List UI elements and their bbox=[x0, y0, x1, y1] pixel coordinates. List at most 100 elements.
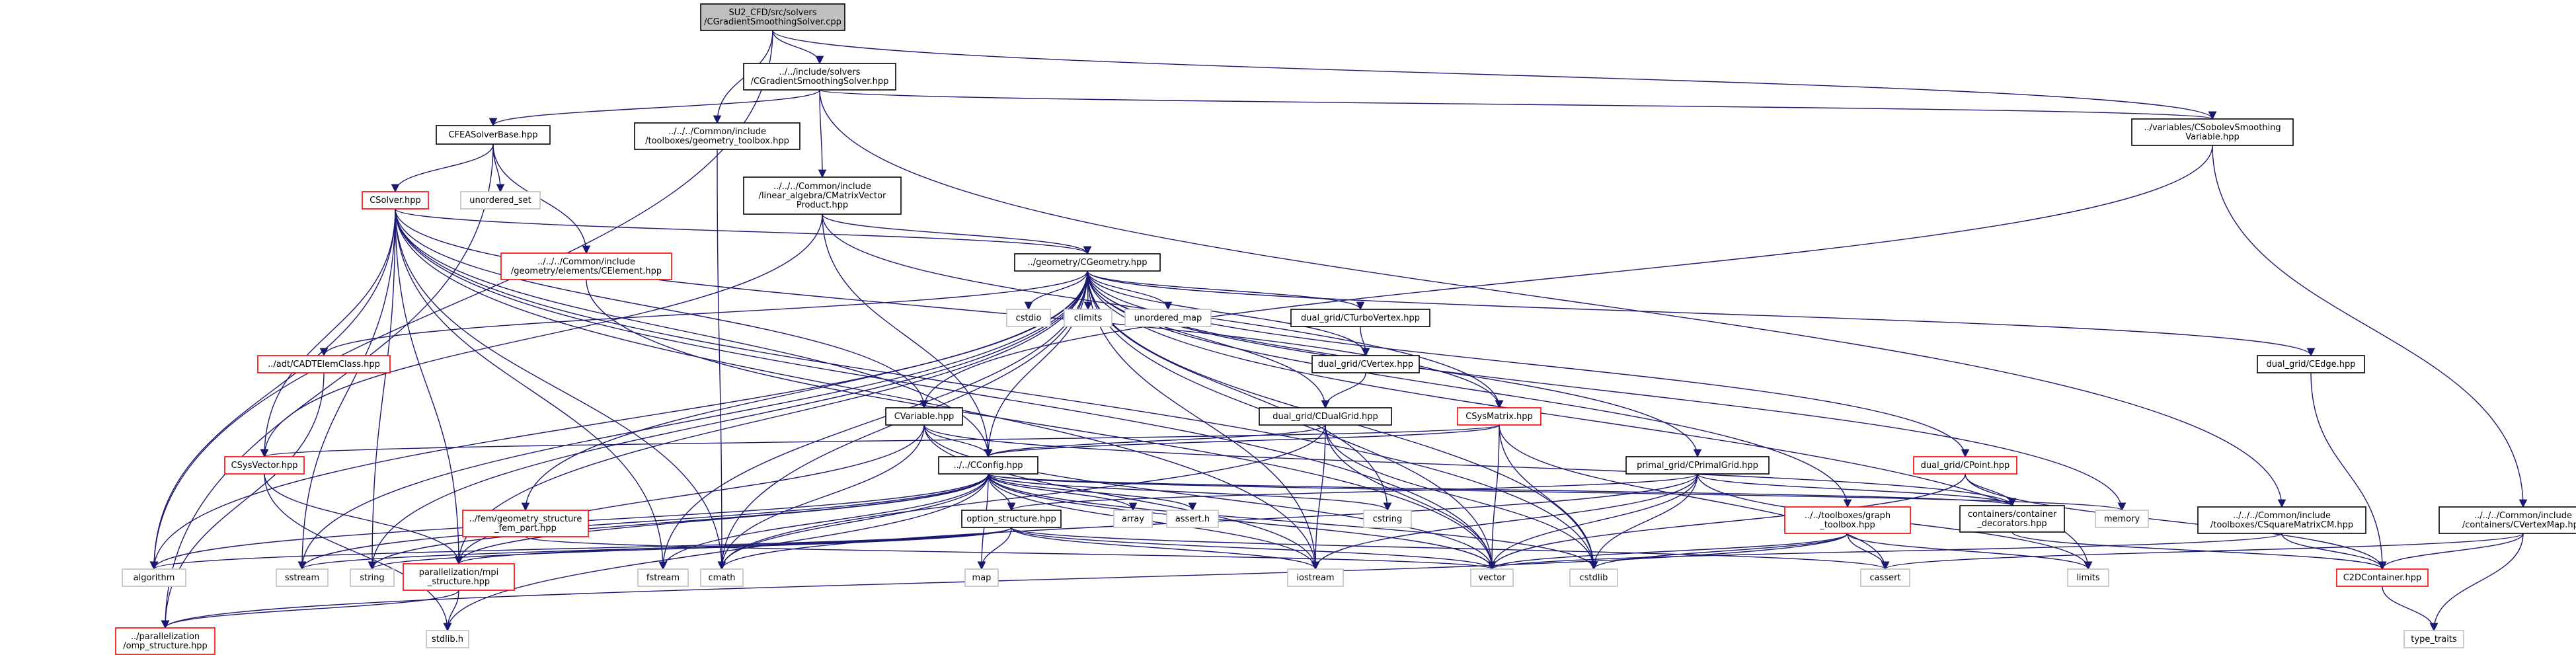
node-cconfig[interactable]: ../../CConfig.hpp bbox=[938, 456, 1038, 475]
edge-cdualgrid-to-vector bbox=[1325, 424, 1497, 570]
node-box bbox=[462, 510, 589, 537]
node-fem[interactable]: ../fem/geometry_structure_fem_part.hpp bbox=[462, 510, 589, 537]
edge-cprimalgrid-to-cstdlib bbox=[1589, 473, 1698, 570]
edge-csolver-to-cstdlib bbox=[395, 208, 1598, 570]
node-box bbox=[938, 456, 1038, 475]
edge-cgeometry-to-cedge bbox=[1087, 270, 2315, 357]
node-csqmat[interactable]: ../../../Common/include/toolboxes/CSquar… bbox=[2197, 506, 2366, 534]
node-box bbox=[1014, 253, 1161, 272]
edge-fem-to-vector bbox=[525, 536, 1496, 570]
node-cassert[interactable]: cassert bbox=[1860, 568, 1910, 587]
edge-cgeometry-to-sstream bbox=[297, 270, 1088, 570]
node-label: CFEASolverBase.hpp bbox=[448, 130, 537, 140]
node-algorithm[interactable]: algorithm bbox=[122, 568, 186, 587]
node-box bbox=[1569, 568, 1618, 587]
node-label: type_traits bbox=[2411, 635, 2457, 644]
node-memory[interactable]: memory bbox=[2095, 510, 2149, 528]
edge-csolver-to-algorithm bbox=[149, 208, 396, 570]
node-box bbox=[500, 252, 672, 280]
edge-csolver-to-mpi bbox=[395, 208, 463, 565]
node-cstdlib[interactable]: cstdlib bbox=[1569, 568, 1618, 587]
node-box bbox=[2067, 568, 2109, 587]
edge-cconfig-to-memory bbox=[988, 473, 2126, 512]
edge-csysvector-to-mpi bbox=[264, 473, 463, 565]
node-label: cstring bbox=[1373, 514, 1402, 524]
node-cgeometry[interactable]: ../geometry/CGeometry.hpp bbox=[1014, 253, 1161, 272]
node-mpi[interactable]: parallelization/mpi_structure.hpp bbox=[403, 563, 515, 591]
edge-cgss-to-csqmat bbox=[819, 89, 2286, 508]
node-array[interactable]: array bbox=[1113, 510, 1153, 528]
edge-csysvector-to-stdlib bbox=[264, 473, 452, 632]
node-cstdio[interactable]: cstdio bbox=[1006, 309, 1051, 327]
node-cvertexmap[interactable]: ../../../Common/include/containers/CVert… bbox=[2439, 506, 2576, 534]
edge-csolver-to-cmath bbox=[395, 208, 726, 570]
node-iostream[interactable]: iostream bbox=[1287, 568, 1344, 587]
node-vector[interactable]: vector bbox=[1470, 568, 1514, 587]
node-csobolev[interactable]: ../variables/CSobolevSmoothingVariable.h… bbox=[2131, 118, 2294, 146]
node-label: /CGradientSmoothingSolver.hpp bbox=[751, 77, 889, 87]
node-label: ../fem/geometry_structure bbox=[469, 514, 582, 524]
node-cfea[interactable]: CFEASolverBase.hpp bbox=[436, 125, 551, 145]
node-label: SU2_CFD/src/solvers bbox=[729, 8, 817, 18]
node-cvariable[interactable]: CVariable.hpp bbox=[885, 407, 963, 426]
node-label: /omp_structure.hpp bbox=[123, 641, 208, 651]
node-label: stdlib.h bbox=[432, 635, 463, 644]
node-label: dual_grid/CVertex.hpp bbox=[1318, 360, 1413, 369]
node-type_traits[interactable]: type_traits bbox=[2403, 630, 2464, 648]
node-cgss[interactable]: ../../include/solvers/CGradientSmoothing… bbox=[743, 63, 896, 91]
node-cmatvec[interactable]: ../../../Common/include/linear_algebra/C… bbox=[743, 176, 902, 215]
node-stdlib[interactable]: stdlib.h bbox=[426, 630, 469, 648]
node-graphtool[interactable]: ../../toolboxes/graph_toolbox.hpp bbox=[1784, 506, 1911, 534]
node-csysvector[interactable]: CSysVector.hpp bbox=[224, 456, 305, 475]
node-root[interactable]: SU2_CFD/src/solvers/CGradientSmoothingSo… bbox=[700, 3, 845, 31]
node-box bbox=[1006, 309, 1051, 327]
edge-cdualgrid-to-cconfig bbox=[984, 424, 1326, 458]
node-sstream[interactable]: sstream bbox=[276, 568, 329, 587]
node-box bbox=[2257, 355, 2365, 373]
edge-root-to-cgss bbox=[772, 30, 824, 65]
node-label: /containers/CVertexMap.hpp bbox=[2462, 520, 2576, 530]
node-cdualgrid[interactable]: dual_grid/CDualGrid.hpp bbox=[1259, 407, 1392, 426]
node-celement[interactable]: ../../../Common/include/geometry/element… bbox=[500, 252, 672, 280]
node-cvertex[interactable]: dual_grid/CVertex.hpp bbox=[1311, 355, 1420, 373]
node-cprimalgrid[interactable]: primal_grid/CPrimalGrid.hpp bbox=[1625, 456, 1770, 475]
node-cstring[interactable]: cstring bbox=[1363, 510, 1412, 528]
node-label: ../variables/CSobolevSmoothing bbox=[2144, 123, 2281, 133]
dependency-nodes: SU2_CFD/src/solvers/CGradientSmoothingSo… bbox=[115, 3, 2576, 655]
node-label: CSolver.hpp bbox=[370, 196, 421, 206]
node-label: ../../../Common/include bbox=[668, 127, 766, 137]
edge-option-to-vector bbox=[1011, 527, 1497, 570]
node-geotool[interactable]: ../../../Common/include/toolboxes/geomet… bbox=[634, 122, 800, 150]
node-map[interactable]: map bbox=[964, 568, 999, 587]
node-limits[interactable]: limits bbox=[2067, 568, 2109, 587]
node-fstream[interactable]: fstream bbox=[637, 568, 689, 587]
edge-cfea-to-unordered_set bbox=[492, 143, 505, 193]
node-cpoint[interactable]: dual_grid/CPoint.hpp bbox=[1913, 456, 2017, 475]
node-box bbox=[700, 3, 845, 31]
node-c2d[interactable]: C2DContainer.hpp bbox=[2336, 568, 2429, 587]
node-box bbox=[1113, 510, 1153, 528]
node-contdec[interactable]: containers/container_decorators.hpp bbox=[1959, 505, 2065, 533]
node-string[interactable]: string bbox=[350, 568, 395, 587]
node-label: option_structure.hpp bbox=[966, 514, 1056, 524]
edge-cgeometry-to-limits bbox=[1087, 270, 2093, 570]
node-csysmatrix[interactable]: CSysMatrix.hpp bbox=[1457, 407, 1542, 426]
node-cedge[interactable]: dual_grid/CEdge.hpp bbox=[2257, 355, 2365, 373]
edge-graphtool-to-cstdlib bbox=[1589, 533, 1848, 570]
node-box bbox=[2336, 568, 2429, 587]
node-climits[interactable]: climits bbox=[1064, 309, 1112, 327]
node-cmath[interactable]: cmath bbox=[700, 568, 744, 587]
node-omp[interactable]: ../parallelization/omp_structure.hpp bbox=[115, 627, 215, 655]
node-option[interactable]: option_structure.hpp bbox=[961, 510, 1062, 528]
node-csolver[interactable]: CSolver.hpp bbox=[362, 191, 429, 210]
node-assert[interactable]: assert.h bbox=[1166, 510, 1219, 528]
edge-csysmatrix-to-vector bbox=[1487, 424, 1500, 570]
node-label: ../../include/solvers bbox=[779, 67, 861, 77]
edge-cprimalgrid-to-contdec bbox=[1697, 473, 2017, 507]
node-unordered_map[interactable]: unordered_map bbox=[1124, 309, 1212, 327]
edge-cconfig-to-mpi bbox=[454, 473, 989, 565]
node-unordered_set[interactable]: unordered_set bbox=[460, 191, 541, 210]
node-cadt[interactable]: ../adt/CADTElemClass.hpp bbox=[257, 355, 391, 373]
node-box bbox=[1311, 355, 1420, 373]
node-cturbovertex[interactable]: dual_grid/CTurboVertex.hpp bbox=[1290, 309, 1430, 327]
